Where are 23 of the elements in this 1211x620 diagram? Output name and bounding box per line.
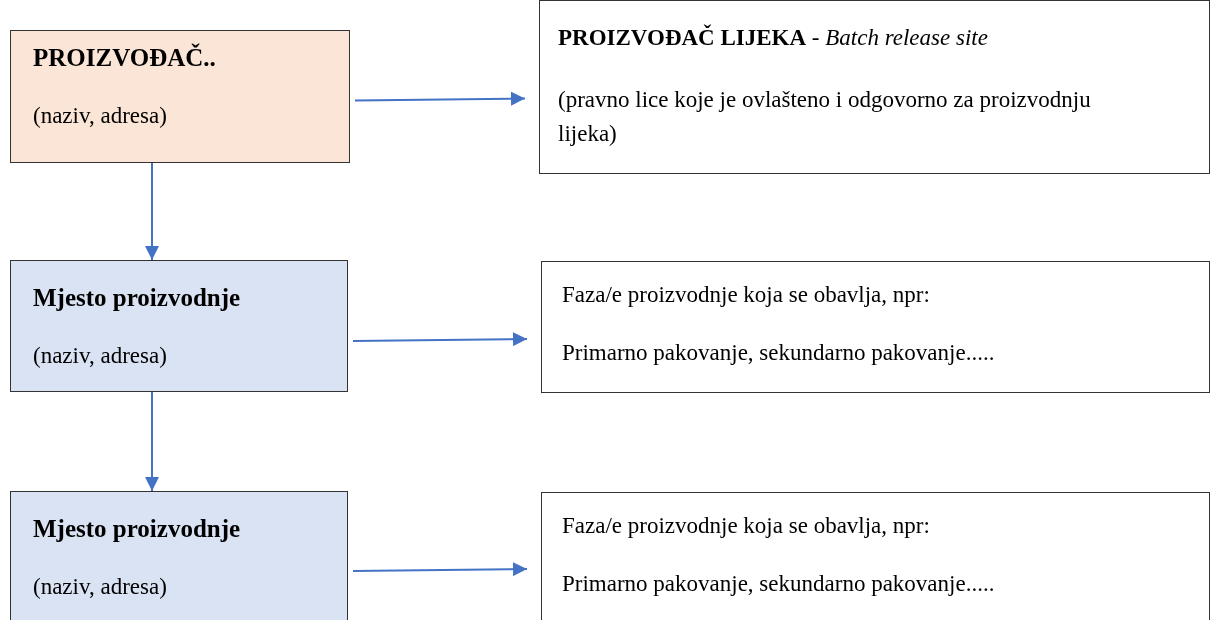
description-box [541,492,1210,620]
site-box [10,491,348,620]
box-text: (naziv, adresa) [33,342,168,370]
arrow [145,391,159,492]
box-heading: PROIZVOĐAČ.. [33,42,217,73]
arrow [145,162,159,261]
arrow [352,332,528,347]
box-heading: Faza/e proizvodnje koja se obavlja, npr: [562,512,931,540]
box-text: (naziv, adresa) [33,102,168,130]
box-heading: Faza/e proizvodnje koja se obavlja, npr: [562,281,931,309]
box-heading: Mjesto proizvodnje [33,514,242,544]
box-text: (pravno lice koje je ovlašteno i odgovorno za proizvodnju lijeka) [558,86,1092,148]
box-text: Primarno pakovanje, sekundarno pakovanje..... [562,339,996,367]
box-heading: Mjesto proizvodnje [33,283,242,313]
box-heading: PROIZVOĐAČ LIJEKA - Batch release site [558,23,989,52]
manufacturer-box [10,30,350,163]
site-box [10,260,348,392]
description-box [541,261,1210,393]
arrow [354,91,526,106]
description-box [539,0,1210,174]
arrow [352,562,528,577]
box-text: Primarno pakovanje, sekundarno pakovanje..... [562,570,996,598]
box-text: (naziv, adresa) [33,573,168,601]
